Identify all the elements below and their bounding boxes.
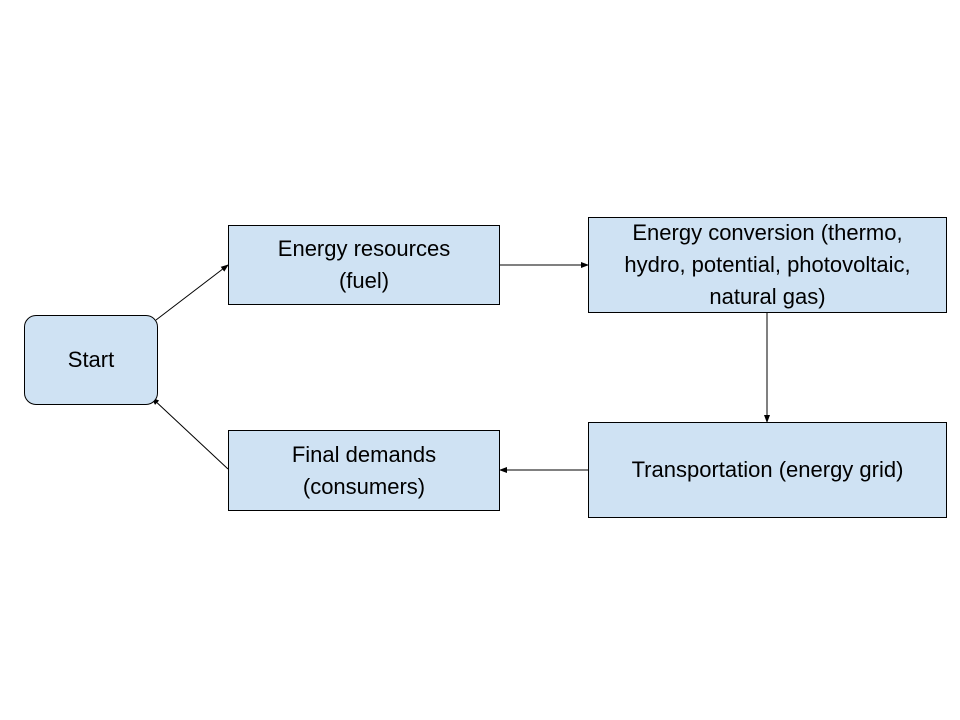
node-transportation-label: Transportation (energy grid)	[631, 457, 904, 482]
node-energy-resources: Energy resources (fuel)	[228, 225, 500, 305]
edge-demands-to-start	[151, 397, 229, 470]
node-transportation: Transportation (energy grid)	[588, 422, 947, 518]
node-start: Start	[24, 315, 158, 405]
node-energy-resources-label: Energy resources (fuel)	[277, 236, 451, 293]
edge-start-to-resources	[155, 264, 229, 321]
node-energy-conversion-label: Energy conversion (thermo, hydro, potent…	[624, 220, 911, 309]
node-energy-conversion: Energy conversion (thermo, hydro, potent…	[588, 217, 947, 313]
node-start-label: Start	[67, 347, 115, 372]
node-final-demands-label: Final demands (consumers)	[291, 441, 437, 499]
node-final-demands: Final demands (consumers)	[228, 430, 500, 511]
